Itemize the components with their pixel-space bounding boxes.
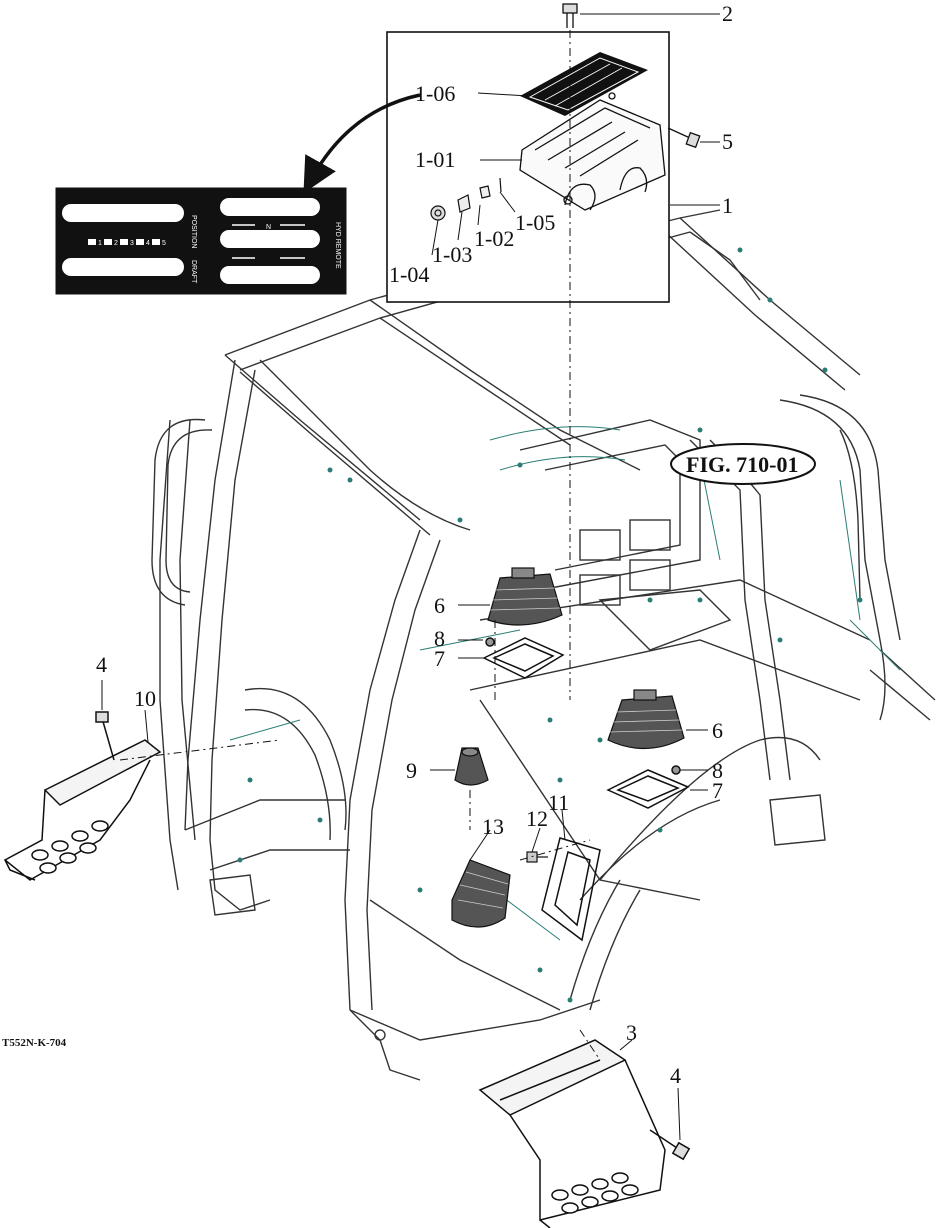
frame-fastener-dots: [237, 247, 863, 1003]
curved-pointer-arrow: [303, 93, 421, 194]
figure-reference-badge: FIG. 710-01: [670, 443, 816, 485]
bolt-part-12: [526, 851, 548, 863]
right-step-3: [478, 1039, 691, 1228]
callout-5: 5: [722, 129, 733, 154]
decal-position-label: POSITION: [190, 215, 197, 248]
callout-8-upper: 8: [434, 626, 445, 651]
small-boot-9: [454, 747, 489, 786]
callout-6-lower: 6: [712, 718, 723, 743]
callout-3: 3: [626, 1020, 637, 1045]
lower-gasket-7: [606, 765, 690, 809]
callout-2: 2: [722, 1, 733, 26]
callout-6-upper: 6: [434, 593, 445, 618]
decal-neutral-mark: N: [266, 224, 271, 231]
bolt-part-2: [562, 3, 578, 28]
callout-10: 10: [134, 686, 156, 711]
decal-scale-mark: 1: [98, 240, 102, 247]
upper-rubber-boot-6: [487, 567, 563, 626]
decal-hyd-remote-label: HYD REMOTE: [334, 222, 341, 269]
decal-scale: 1 2 3 4 5: [88, 239, 166, 247]
callout-9: 9: [406, 758, 417, 783]
lever-cover-part: [519, 92, 666, 211]
callout-1-06: 1-06: [415, 81, 455, 106]
cover-plate-11: [541, 837, 601, 942]
figure-reference-text: FIG. 710-01: [686, 452, 798, 477]
callout-4-left: 4: [96, 652, 107, 677]
left-step-10: [3, 711, 162, 881]
inset-detail-box: [386, 31, 701, 303]
callout-1-03: 1-03: [432, 242, 472, 267]
callout-labels: 2 1-06 5 1-01 1 1-05 1-02 1-03 1-04 6 8 …: [96, 1, 733, 1088]
callout-12: 12: [526, 806, 548, 831]
callout-1-01: 1-01: [415, 147, 455, 172]
drawing-code: T552N-K-704: [2, 1037, 67, 1049]
callout-7-upper: 7: [434, 646, 445, 671]
small-hardware-parts: [430, 177, 502, 221]
callout-8-lower: 8: [712, 758, 723, 783]
assembly-dashed-lines: [119, 30, 601, 1061]
callout-13: 13: [482, 814, 504, 839]
callout-4-right: 4: [670, 1063, 681, 1088]
bolt-part-5: [667, 127, 701, 149]
control-decal-plate: 1 2 3 4 5 POSITION DRAFT HYD REMOTE N: [55, 187, 347, 295]
decal-draft-label: DRAFT: [190, 260, 197, 284]
decal-scale-mark: 5: [162, 240, 166, 247]
callout-1-05: 1-05: [515, 210, 555, 235]
cab-frame: [151, 209, 936, 1081]
decal-scale-mark: 2: [114, 240, 118, 247]
callout-7-lower: 7: [712, 778, 723, 803]
callout-1-02: 1-02: [474, 226, 514, 251]
decal-arrow-icons: [232, 224, 305, 259]
decal-scale-mark: 3: [130, 240, 134, 247]
callout-11: 11: [548, 790, 569, 815]
lower-rubber-boot-6: [607, 689, 685, 750]
large-boot-13: [451, 859, 511, 928]
callout-1-04: 1-04: [389, 262, 429, 287]
decal-scale-mark: 4: [146, 240, 150, 247]
callout-1: 1: [722, 193, 733, 218]
upper-gasket-7: [482, 637, 565, 679]
decal-strip-part: [520, 52, 648, 116]
callout-leader-lines: [101, 13, 720, 1141]
